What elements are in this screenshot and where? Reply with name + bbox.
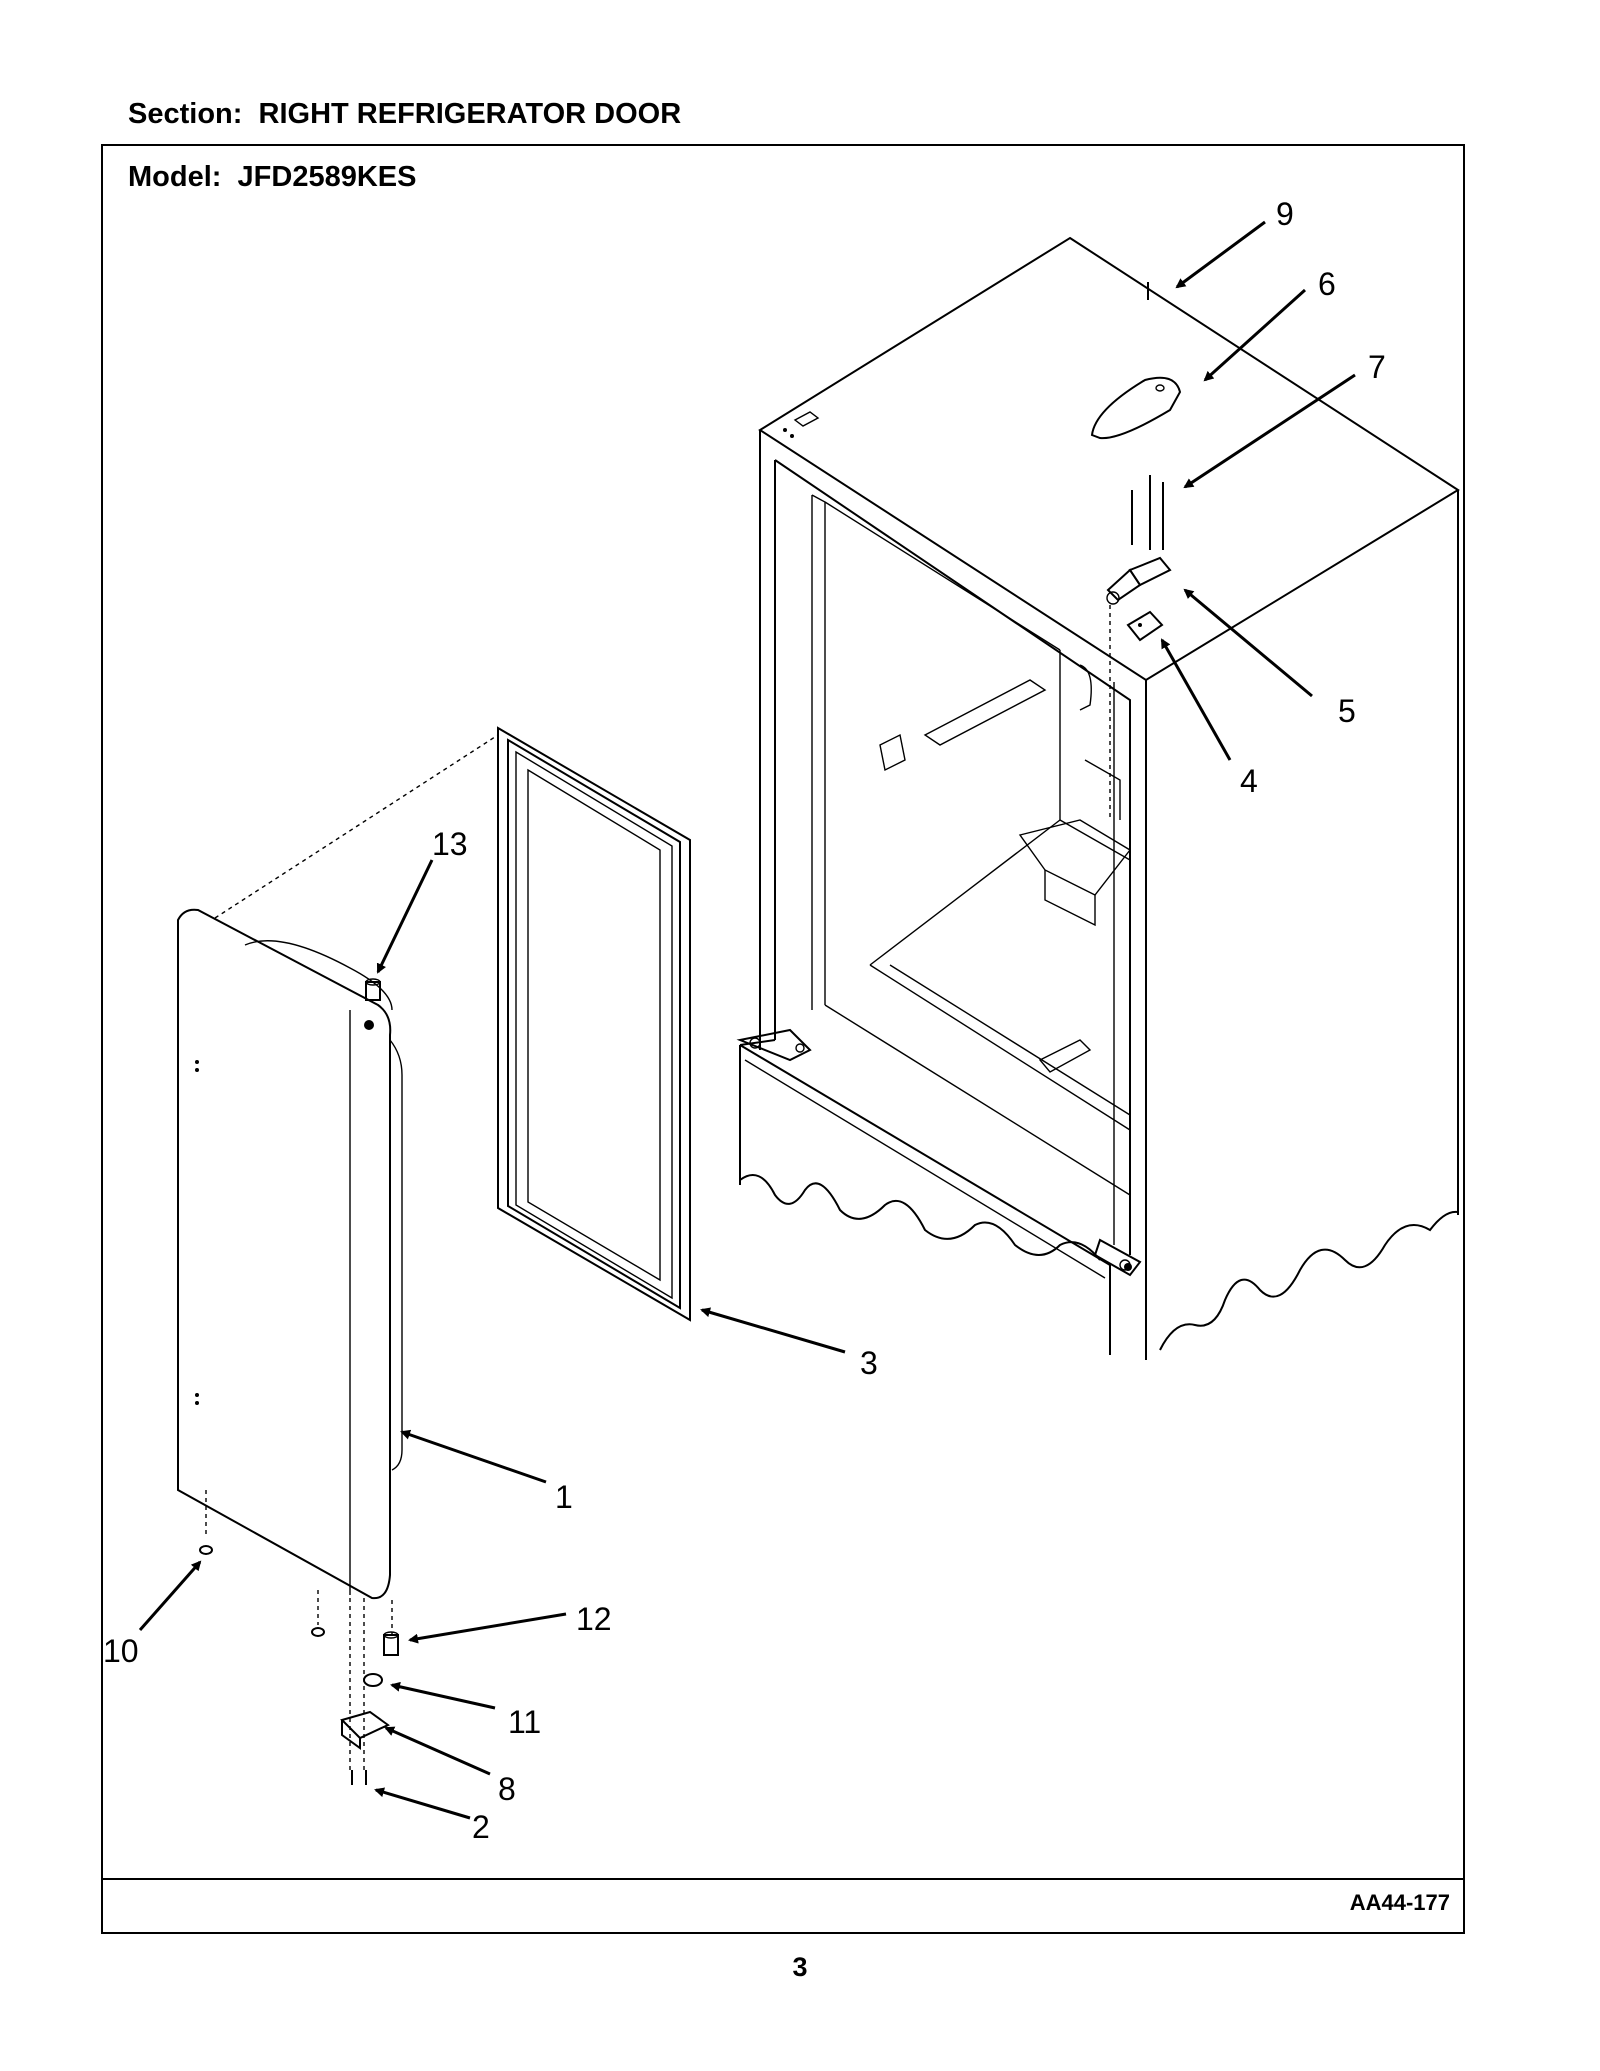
section-title: Section: RIGHT REFRIGERATOR DOOR xyxy=(128,98,682,130)
callout-3: 3 xyxy=(860,1345,878,1381)
callout-2: 2 xyxy=(472,1809,490,1845)
page-number: 3 xyxy=(792,1952,808,1982)
callout-7: 7 xyxy=(1368,349,1386,385)
callout-13: 13 xyxy=(432,826,468,862)
refrigerator-cabinet xyxy=(736,236,1460,1360)
callout-1: 1 xyxy=(555,1479,573,1515)
refrigerator-door xyxy=(177,734,499,1770)
callout-12: 12 xyxy=(576,1601,612,1637)
callout-6: 6 xyxy=(1318,266,1336,302)
door-gasket xyxy=(497,726,691,1322)
callout-4: 4 xyxy=(1240,763,1258,799)
callout-5: 5 xyxy=(1338,693,1356,729)
diagram-frame xyxy=(101,144,1465,1934)
callout-10: 10 xyxy=(103,1633,139,1669)
diagram-code: AA44-177 xyxy=(1349,1890,1450,1915)
callout-9: 9 xyxy=(1276,196,1294,232)
top-hinge-assembly xyxy=(1090,282,1182,820)
callout-8: 8 xyxy=(498,1771,516,1807)
callout-11: 11 xyxy=(508,1704,541,1740)
callout-labels: 9 6 7 5 4 13 3 1 12 10 11 8 2 xyxy=(103,196,1386,1845)
footer-divider xyxy=(101,1878,1465,1880)
callout-arrows xyxy=(138,220,1356,1820)
bottom-hardware xyxy=(199,978,399,1785)
model-title: Model: JFD2589KES xyxy=(128,161,417,193)
